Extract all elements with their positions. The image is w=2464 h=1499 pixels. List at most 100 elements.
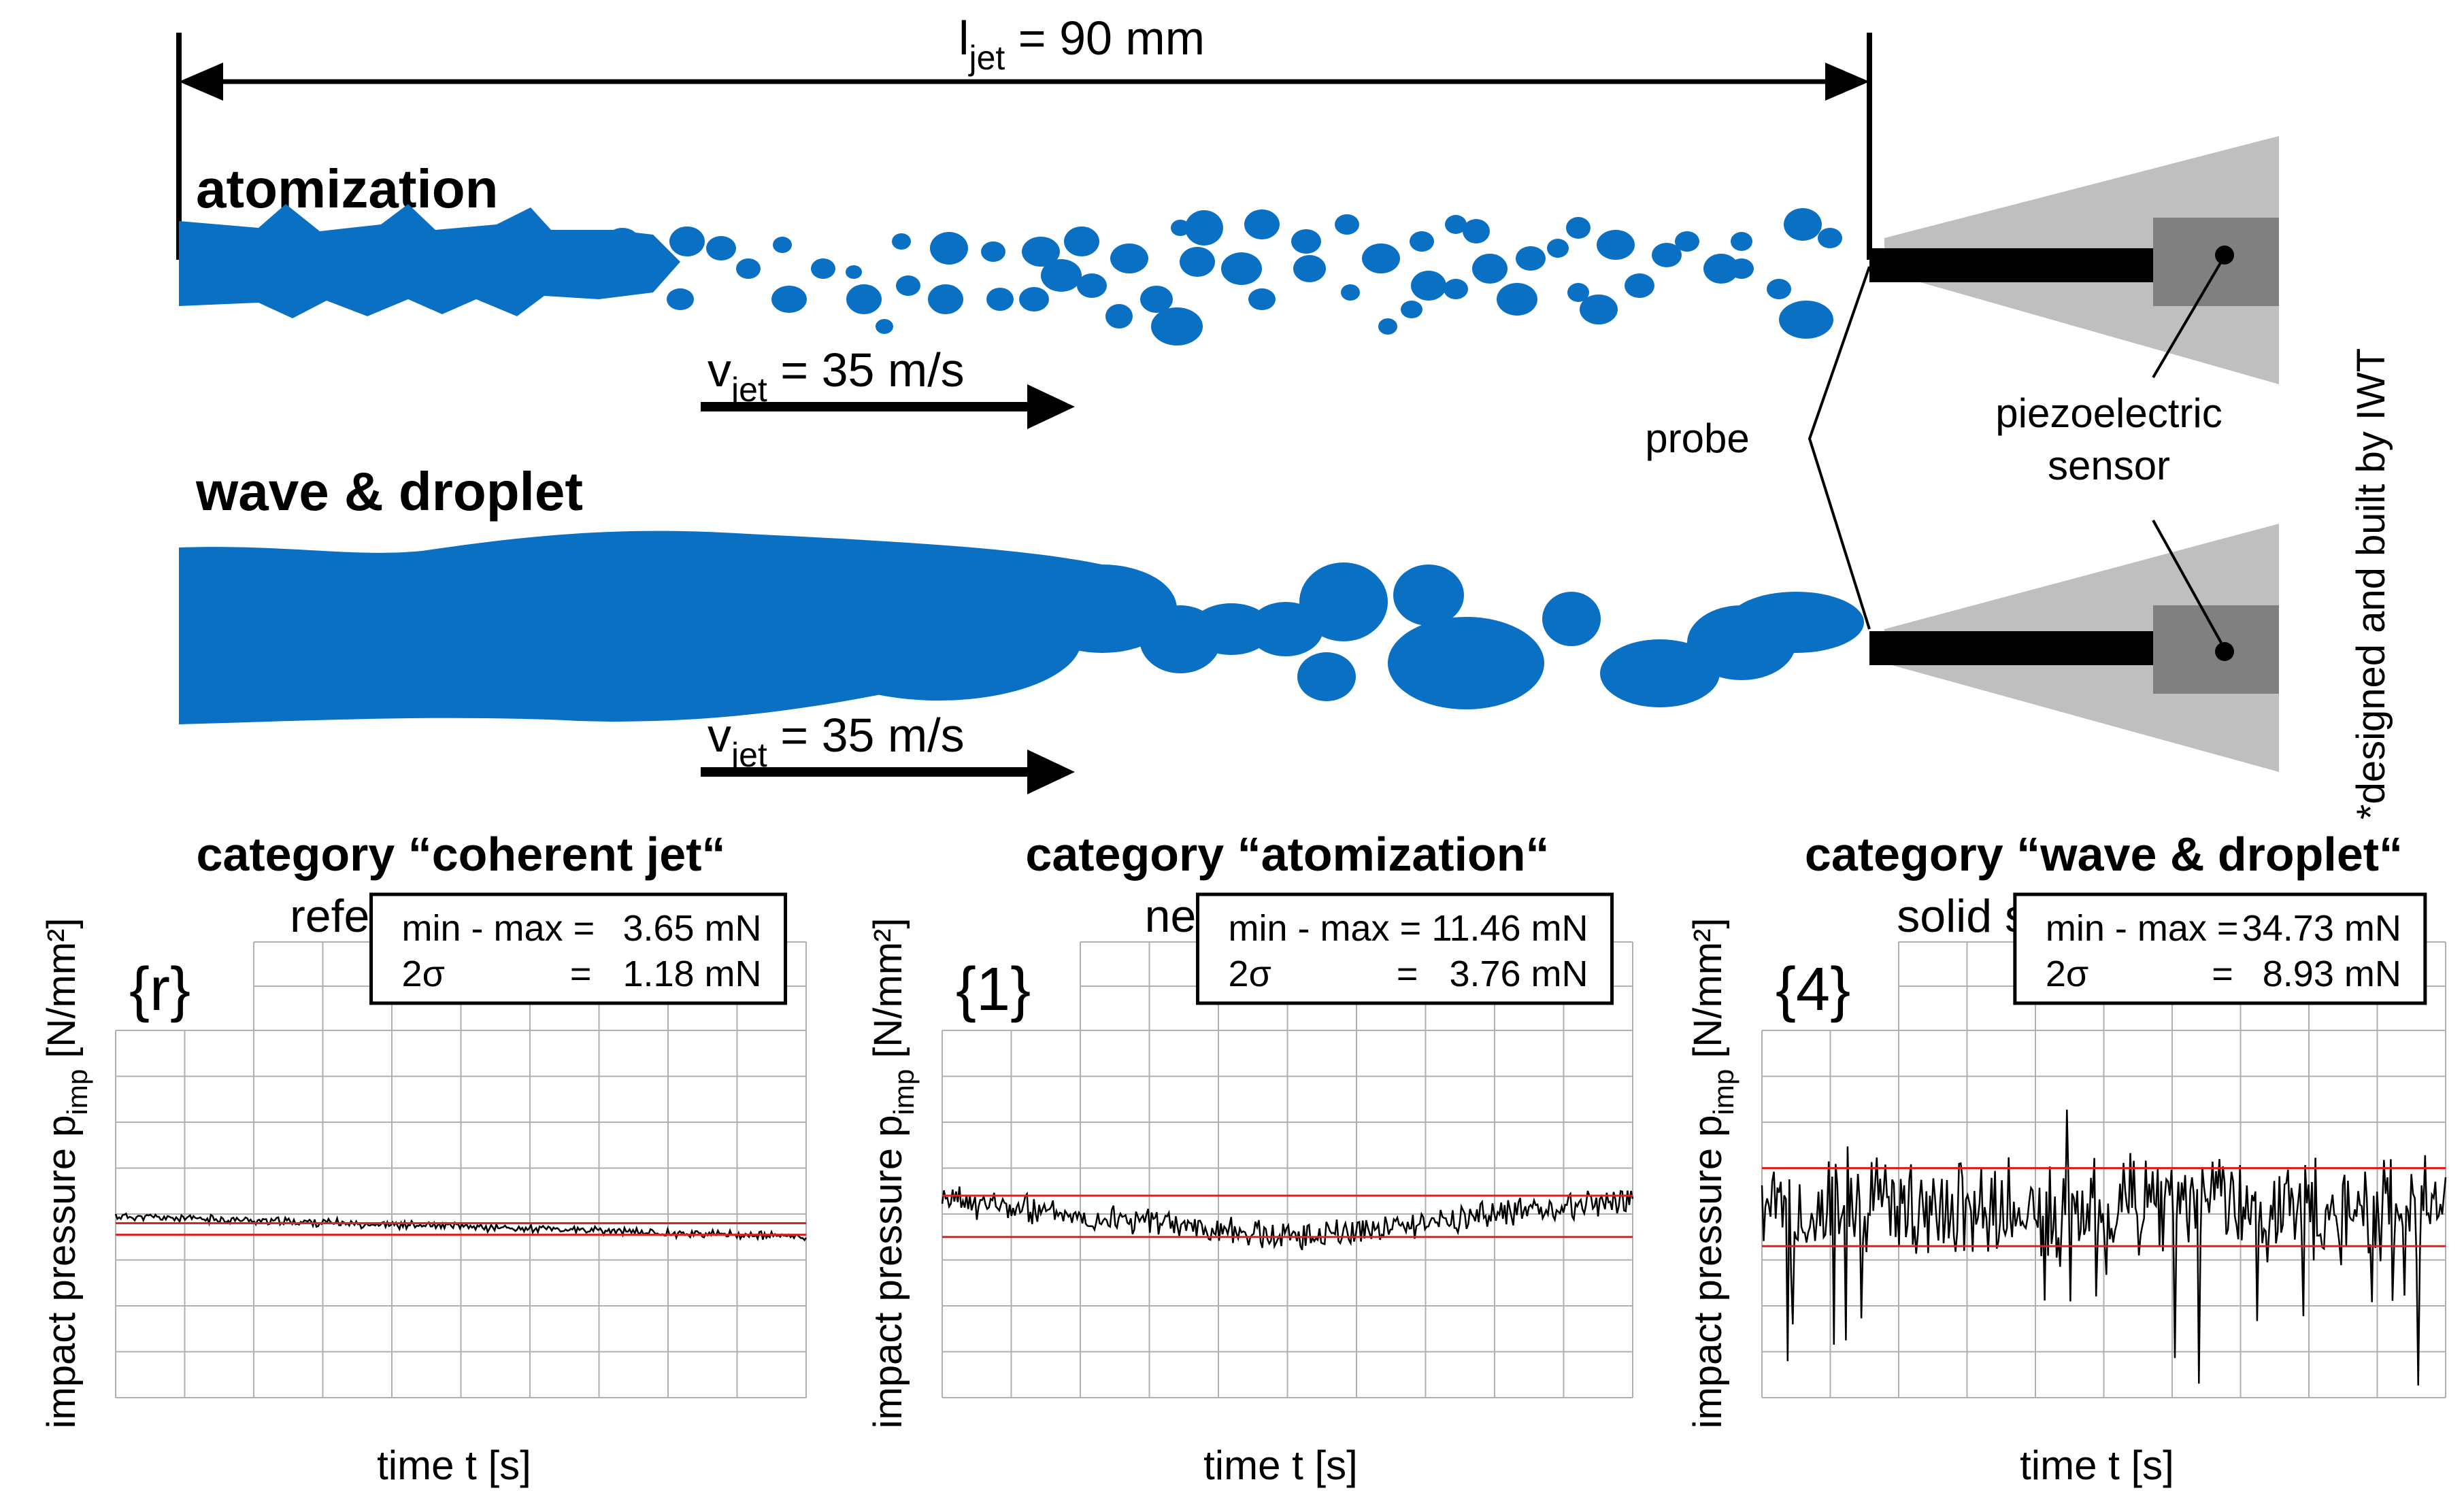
jet-diagram: ljet = 90 mm atomization vjet = 35 m/s w… bbox=[176, 12, 2393, 820]
chart-ylabel: impact pressure pimp [N/mm²] bbox=[1686, 918, 1739, 1429]
atomization-droplet bbox=[1767, 279, 1791, 299]
atomization-droplet bbox=[1731, 232, 1752, 251]
probe-label: probe bbox=[1645, 416, 1749, 461]
atomization-droplet bbox=[1248, 288, 1276, 310]
stats-sigma-value: 8.93 mN bbox=[2263, 954, 2401, 994]
atomization-droplet bbox=[846, 265, 862, 279]
sensor-block-top bbox=[2153, 218, 2279, 306]
atomization-droplet bbox=[1703, 254, 1739, 284]
atomization-droplet bbox=[1547, 239, 1569, 258]
atomization-droplet bbox=[986, 288, 1014, 311]
probe-rod-top bbox=[1869, 248, 2153, 282]
probe-leader bbox=[1808, 266, 1871, 630]
sensor-dot-top bbox=[2215, 246, 2234, 265]
velocity-label-wave: vjet = 35 m/s bbox=[707, 709, 965, 774]
wave-droplet-jet bbox=[179, 530, 1864, 724]
atomization-droplet bbox=[892, 233, 911, 250]
stats-box bbox=[369, 892, 788, 1005]
atomization-droplet bbox=[771, 286, 807, 313]
chart-ylabel: impact pressure pimp [N/mm²] bbox=[866, 918, 920, 1429]
stats-sigma-equals: = bbox=[2212, 954, 2233, 994]
wave-droplet-label: wave & droplet bbox=[195, 461, 583, 522]
atomization-droplet bbox=[1171, 220, 1190, 236]
atomization-droplet bbox=[896, 275, 920, 296]
atomization-droplet bbox=[1064, 226, 1099, 256]
chart-title: category “coherent jet“ bbox=[197, 828, 726, 881]
atomization-label: atomization bbox=[196, 158, 498, 219]
jet-length-label: ljet = 90 mm bbox=[959, 12, 1205, 77]
atomization-droplet bbox=[1140, 286, 1173, 313]
chart-title: category “wave & droplet“ bbox=[1805, 828, 2403, 881]
chart-tag: {4} bbox=[1776, 956, 1850, 1024]
chart-tag: {1} bbox=[956, 956, 1031, 1024]
probe-rod-bottom bbox=[1869, 631, 2153, 665]
dimension-arrowhead-right bbox=[1825, 63, 1869, 101]
atomization-droplet bbox=[1675, 231, 1699, 252]
sensor-label-line1: piezoelectric bbox=[1995, 390, 2222, 436]
probe-top bbox=[1869, 136, 2279, 384]
atomization-droplet bbox=[1291, 229, 1321, 254]
atomization-droplet bbox=[1444, 279, 1468, 299]
signal-line bbox=[1761, 1109, 2447, 1386]
chart-xlabel: time t [s] bbox=[377, 1443, 531, 1488]
stats-sigma-label: 2σ bbox=[2046, 954, 2088, 994]
atomization-droplet bbox=[1244, 209, 1280, 239]
atomization-droplet bbox=[1516, 246, 1546, 271]
stats-sigma-label: 2σ bbox=[402, 954, 445, 994]
atomization-droplet bbox=[1729, 258, 1754, 279]
stats-minmax-label: min - max = bbox=[402, 908, 595, 949]
stats-minmax-value: 34.73 mN bbox=[2242, 908, 2401, 949]
atomization-droplet bbox=[1784, 208, 1822, 241]
chart-title: category “atomization“ bbox=[1025, 828, 1549, 881]
stats-sigma-value: 3.76 mN bbox=[1449, 954, 1588, 994]
atomization-droplet bbox=[736, 258, 761, 279]
atomization-droplets bbox=[667, 208, 1842, 346]
atomization-droplet bbox=[1151, 307, 1203, 346]
atomization-droplet bbox=[1818, 228, 1842, 248]
atomization-droplet bbox=[773, 237, 792, 253]
atomization-droplet bbox=[1185, 210, 1223, 246]
atomization-droplet bbox=[1110, 243, 1148, 273]
sensor-label-line2: sensor bbox=[2048, 443, 2170, 488]
atomization-droplet bbox=[706, 236, 736, 260]
stats-minmax-value: 11.46 mN bbox=[1431, 908, 1588, 949]
atomization-droplet bbox=[1019, 287, 1049, 311]
chart-2: category “atomization“needle nozzle{1}mi… bbox=[866, 828, 1634, 1488]
dimension-arrowhead-left bbox=[179, 63, 223, 101]
stats-minmax-label: min - max = bbox=[2046, 908, 2239, 949]
probe-bottom bbox=[1869, 524, 2279, 772]
atomization-droplet bbox=[1566, 217, 1591, 239]
charts: category “coherent jet“reference nozzle{… bbox=[39, 828, 2447, 1488]
chart-1: category “coherent jet“reference nozzle{… bbox=[39, 828, 808, 1488]
atomization-droplet bbox=[846, 284, 882, 314]
chart-xlabel: time t [s] bbox=[1203, 1443, 1358, 1488]
atomization-droplet bbox=[1472, 254, 1508, 284]
atomization-droplet bbox=[928, 284, 963, 314]
atomization-jet bbox=[179, 204, 705, 318]
velocity-arrow-atomization: vjet = 35 m/s bbox=[701, 343, 1075, 429]
atomization-droplet bbox=[1293, 255, 1326, 282]
atomization-droplet bbox=[1411, 271, 1446, 301]
atomization-droplet bbox=[1580, 294, 1618, 324]
atomization-droplet bbox=[1180, 247, 1215, 277]
atomization-droplet bbox=[667, 288, 694, 310]
atomization-droplet bbox=[1597, 230, 1635, 260]
chart-grid bbox=[115, 941, 807, 1398]
stats-minmax-label: min - max = bbox=[1229, 908, 1422, 949]
atomization-droplet bbox=[1445, 215, 1467, 234]
velocity-arrow-wave: vjet = 35 m/s bbox=[701, 709, 1075, 794]
stats-sigma-equals: = bbox=[1397, 954, 1418, 994]
stats-box bbox=[2013, 892, 2427, 1005]
chart-ylabel: impact pressure pimp [N/mm²] bbox=[39, 918, 93, 1429]
atomization-droplet bbox=[1362, 243, 1400, 273]
atomization-droplet bbox=[1625, 273, 1654, 298]
atomization-droplet bbox=[1401, 301, 1422, 318]
chart-grid bbox=[942, 941, 1633, 1398]
atomization-droplet bbox=[1077, 273, 1107, 298]
jet-length-dimension: ljet = 90 mm bbox=[176, 12, 1872, 260]
atomization-droplet bbox=[1567, 283, 1589, 302]
atomization-droplet bbox=[930, 232, 968, 265]
atomization-droplet bbox=[1041, 259, 1082, 292]
atomization-droplet bbox=[1105, 304, 1133, 329]
chart-3: category “wave & droplet“solid stream no… bbox=[1686, 828, 2447, 1488]
